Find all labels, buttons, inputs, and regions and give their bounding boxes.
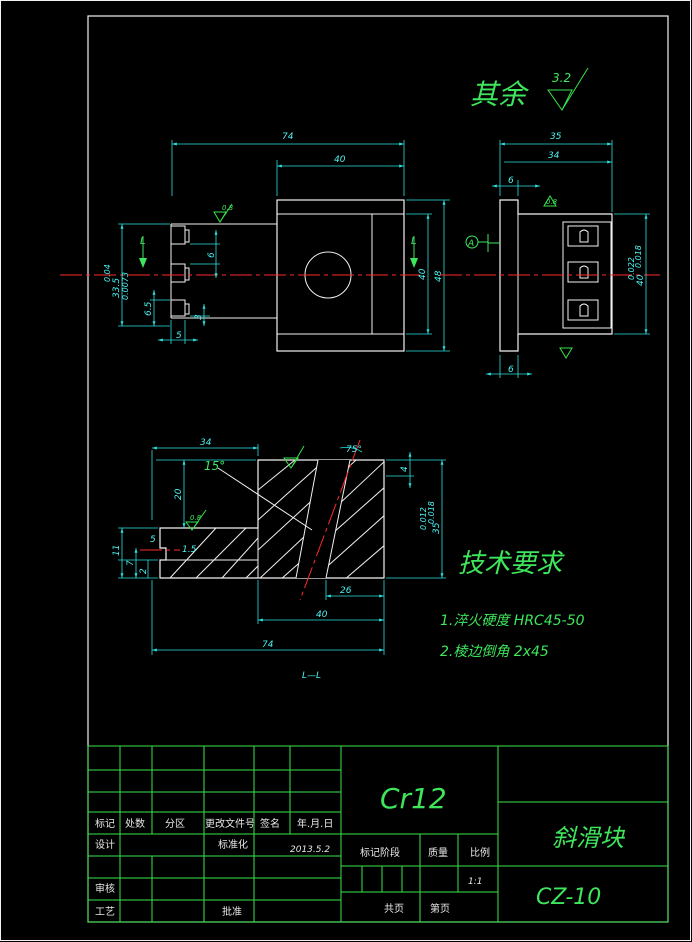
dim-11: 11	[112, 545, 122, 556]
hdr-signature: 签名	[260, 817, 280, 830]
dim-35-side: 35	[550, 132, 562, 142]
label-design: 设计	[95, 838, 115, 851]
dim-20: 20	[174, 488, 184, 500]
dim-74-section: 74	[262, 640, 274, 650]
hdr-mark: 标记	[95, 818, 115, 830]
dim-33-5: 33.5	[112, 278, 122, 298]
svg-text:L: L	[411, 236, 417, 247]
roughness-value: 3.2	[552, 71, 571, 85]
dim-5-section: 5	[150, 535, 156, 545]
dim-6-top-flange: 6	[508, 176, 514, 186]
tech-item-2: 2.棱边倒角 2x45	[440, 644, 549, 660]
roughness-prefix: 其余	[470, 78, 529, 111]
dim-1-5: 1.5	[182, 545, 197, 555]
label-scale: 比例	[470, 846, 490, 859]
dim-35-section: 35	[432, 522, 442, 534]
label-sheet-no: 第页	[430, 902, 450, 915]
roughness-symbol-section: 0.8	[185, 445, 305, 531]
tol-upper-side: 0.022	[627, 257, 636, 280]
label-stage-mark: 标记阶段	[360, 846, 400, 859]
roughness-symbol-side: 0.8	[543, 195, 573, 359]
tol-lower-top: 0.0073	[121, 272, 130, 300]
section-view: 15° 75° 34 20 35 0.012 0.018 4 11 7 2 5 …	[112, 438, 446, 681]
angle-75: 75°	[346, 445, 362, 455]
design-date: 2013.5.2	[290, 845, 330, 855]
dim-40-section: 40	[316, 610, 328, 620]
dim-74-top: 74	[282, 132, 294, 142]
drawing-number: CZ-10	[536, 885, 601, 910]
title-block: Cr12 斜滑块 CZ-10 标记 处数 分区 更改文件号 签名 年.月.日 设…	[87, 745, 669, 923]
material: Cr12	[380, 782, 447, 815]
svg-text:0.8: 0.8	[190, 514, 202, 522]
inner-frame	[87, 15, 669, 923]
datum-A: A	[465, 234, 500, 252]
section-label: L—L	[302, 671, 321, 681]
dim-7: 7	[126, 560, 136, 566]
dim-40-top: 40	[334, 155, 346, 165]
label-weight: 质量	[428, 847, 448, 859]
dim-40-side: 40	[636, 274, 646, 286]
svg-text:0.8: 0.8	[546, 198, 558, 206]
front-view: 74 40 48 40 33.5 0.04 0.0073 6 6.5 3	[60, 132, 450, 352]
dim-6-5: 6.5	[144, 301, 154, 316]
tech-item-1: 1.淬火硬度 HRC45-50	[440, 613, 585, 629]
tech-title: 技术要求	[458, 549, 565, 579]
hdr-zone: 分区	[165, 818, 185, 830]
svg-text:A: A	[467, 239, 474, 249]
hdr-date: 年.月.日	[297, 817, 333, 830]
section-mark-left: L	[139, 236, 147, 268]
dim-48: 48	[434, 270, 444, 282]
svg-text:0.8: 0.8	[222, 204, 234, 212]
part-name: 斜滑块	[552, 824, 626, 852]
label-total-sheets: 共页	[384, 903, 404, 915]
angle-15: 15°	[204, 459, 225, 473]
dim-26: 26	[340, 586, 352, 596]
dim-4: 4	[400, 466, 410, 472]
technical-requirements: 技术要求 1.淬火硬度 HRC45-50 2.棱边倒角 2x45	[440, 549, 585, 660]
dim-6-bottom-flange: 6	[508, 365, 514, 375]
svg-text:L: L	[140, 236, 146, 247]
section-mark-right: L	[410, 236, 418, 268]
side-view: A 35 34 6 6 40 0.022 0.018 0.8	[440, 132, 660, 378]
hdr-change-doc: 更改文件号	[205, 817, 255, 830]
tol-upper-top: 0.04	[103, 264, 112, 282]
label-review: 审核	[95, 882, 115, 895]
dim-40-inner: 40	[418, 268, 428, 280]
scale-value: 1:1	[468, 877, 482, 887]
dim-5-slot: 5	[176, 331, 182, 341]
roughness-symbol-top: 0.8	[213, 203, 234, 223]
dim-34-side: 34	[548, 151, 560, 161]
dim-34-section: 34	[200, 438, 212, 448]
tol-lower-side: 0.018	[634, 245, 643, 268]
tol-lower-section: 0.018	[427, 501, 436, 524]
general-roughness-note: 其余 3.2	[470, 67, 589, 111]
dim-3-slot: 3	[194, 314, 204, 320]
tol-upper-section: 0.012	[419, 507, 428, 530]
label-approve: 批准	[222, 905, 242, 918]
dim-6-slot: 6	[207, 252, 217, 258]
label-process: 工艺	[95, 906, 115, 918]
hdr-count: 处数	[125, 817, 145, 830]
label-standardize: 标准化	[218, 838, 248, 851]
dim-2: 2	[139, 568, 149, 574]
